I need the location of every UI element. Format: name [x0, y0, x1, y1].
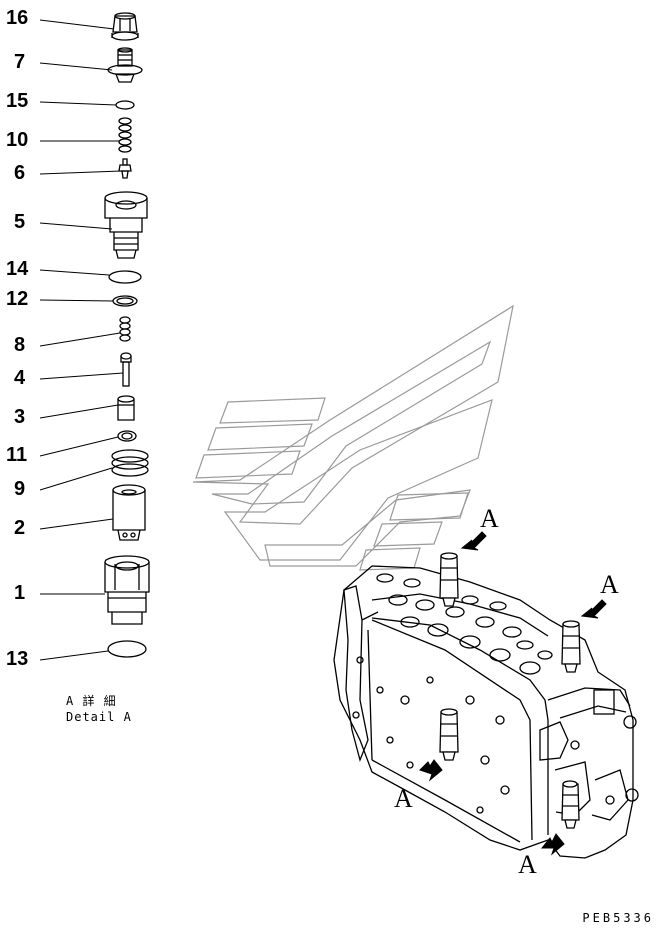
callout-16: 16	[6, 7, 29, 29]
arrow-icon	[580, 599, 607, 619]
part-2-sleeve	[112, 484, 146, 541]
callout-10: 10	[6, 129, 29, 151]
part-11-seal	[117, 430, 137, 442]
callout-7: 7	[14, 51, 26, 73]
part-14-o-ring	[108, 270, 142, 284]
view-label-a: A	[480, 504, 499, 533]
view-arrows	[419, 531, 607, 856]
watermark-logo	[192, 304, 514, 571]
part-15-ring	[115, 100, 135, 110]
callout-12: 12	[6, 288, 29, 310]
part-9-coil	[111, 449, 149, 477]
callout-9: 9	[14, 478, 26, 500]
callout-15: 15	[6, 90, 29, 112]
callout-13: 13	[6, 648, 29, 670]
page-id: PEB5336	[582, 911, 654, 925]
part-4-pin	[120, 352, 132, 387]
part-6-poppet	[118, 158, 132, 179]
view-label-a: A	[518, 850, 537, 879]
view-label-a: A	[600, 570, 619, 599]
part-12-backup-ring	[112, 295, 138, 307]
callout-8: 8	[14, 334, 26, 356]
callout-14: 14	[6, 258, 29, 280]
part-5-sleeve	[104, 191, 148, 259]
callout-11: 11	[6, 444, 28, 466]
view-label-a: A	[394, 784, 413, 813]
part-1-housing	[104, 555, 150, 625]
caption-detail: Detail A	[66, 710, 132, 724]
part-13-o-ring	[107, 640, 147, 658]
callout-4: 4	[14, 367, 26, 389]
callout-5: 5	[14, 211, 26, 233]
leader-lines	[39, 19, 124, 661]
part-16-cap-nut	[111, 12, 139, 41]
part-10-spring	[118, 117, 132, 153]
part-8-spring	[119, 316, 131, 342]
callout-1: 1	[14, 582, 26, 604]
caption-japanese: A 詳 細	[66, 694, 117, 708]
callout-2: 2	[14, 517, 26, 539]
arrow-icon	[419, 759, 443, 782]
part-3-piston	[117, 395, 135, 421]
relief-valves	[439, 552, 581, 829]
arrow-icon	[540, 833, 565, 856]
callout-3: 3	[14, 406, 26, 428]
arrow-icon	[460, 531, 487, 551]
callout-6: 6	[14, 162, 26, 184]
part-7-screw	[107, 47, 143, 83]
